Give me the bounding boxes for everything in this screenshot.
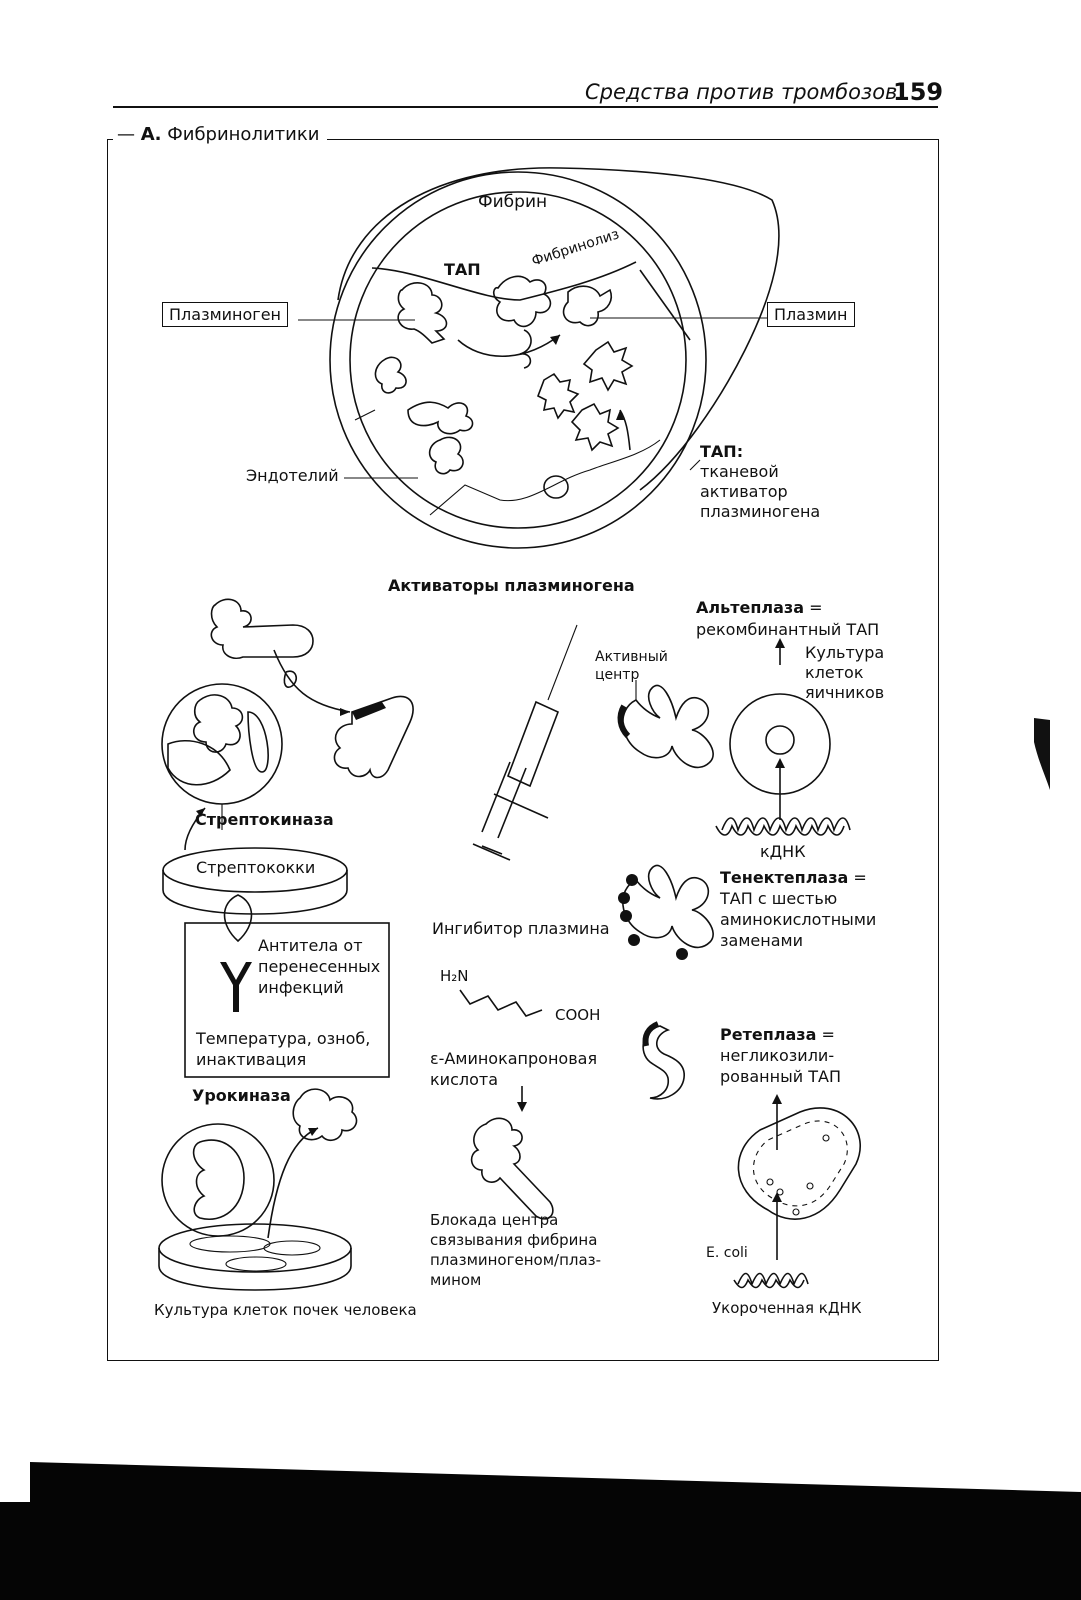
block-line: связывания фибрина — [430, 1231, 598, 1249]
culture-line: яичников — [805, 683, 885, 702]
active-center-line: Активный — [595, 649, 668, 665]
syringe — [472, 624, 578, 861]
tenecteplase-desc: заменами — [720, 931, 803, 950]
tap-definition-line: активатор — [700, 482, 788, 501]
block-line: Блокада центра — [430, 1211, 559, 1229]
alteplase-desc: рекомбинантный ТАП — [696, 620, 880, 639]
tenecteplase-name: Тенектеплаза — [720, 868, 849, 887]
h2n-label: H₂N — [440, 967, 469, 985]
block-line: мином — [430, 1271, 482, 1289]
tap-label: ТАП — [444, 260, 481, 279]
cdna-label: кДНК — [760, 842, 806, 861]
tenecteplase-label: Тенектеплаза = — [720, 868, 867, 888]
kidney-culture-label: Культура клеток почек человека — [154, 1301, 417, 1319]
side-effect-line: инактивация — [196, 1050, 307, 1069]
side-effect-line: Температура, озноб, — [196, 1029, 371, 1048]
reteplase-name: Ретеплаза — [720, 1025, 817, 1044]
plasmin-box: Плазмин — [767, 302, 855, 327]
culture-line: Культура — [805, 643, 885, 662]
header-rule — [113, 106, 938, 108]
streptokinase-diagram — [161, 598, 414, 1078]
vessel-diagram — [298, 167, 780, 549]
alteplase-name: Альтеплаза — [696, 598, 805, 617]
acid-line: ε-Аминокапроновая — [430, 1049, 598, 1068]
running-title: Средства против тромбозов — [585, 80, 898, 104]
plasminogen-box: Плазминоген — [162, 302, 288, 327]
tenecteplase-desc: аминокислотными — [720, 910, 877, 929]
cooh-label: COOH — [555, 1006, 601, 1024]
reteplase-label: Ретеплаза = — [720, 1025, 835, 1045]
reteplase-desc: негликозили- — [720, 1046, 835, 1065]
reteplase-eq: = — [816, 1025, 835, 1044]
page-number: 159 — [893, 78, 944, 106]
reteplase-desc: рованный ТАП — [720, 1067, 841, 1086]
tap-definition-title: ТАП: — [700, 442, 744, 461]
urokinase-label: Урокиназа — [192, 1086, 291, 1105]
streptococci-label: Стрептококки — [196, 858, 316, 877]
tap-definition-line: плазминогена — [700, 502, 821, 521]
acid-line: кислота — [430, 1070, 498, 1089]
alteplase-eq: = — [804, 598, 823, 617]
scan-bottom-bar — [0, 1502, 1081, 1600]
block-line: плазминогеном/плаз- — [430, 1251, 602, 1269]
short-cdna-label: Укороченная кДНК — [712, 1299, 862, 1317]
figure-frame — [107, 139, 939, 1361]
cho-cell — [715, 638, 851, 836]
aminocaproic-acid — [459, 989, 554, 1220]
fibrin-label: Фибрин — [478, 192, 548, 212]
activators-heading: Активаторы плазминогена — [388, 576, 635, 595]
endothelium-label: Эндотелий — [246, 466, 339, 485]
ecoli-cell — [733, 1094, 861, 1289]
ecoli-label: E. coli — [706, 1245, 748, 1261]
antibody-line: перенесенных — [258, 957, 381, 976]
scan-mark — [1034, 718, 1050, 790]
antibody-line: инфекций — [258, 978, 344, 997]
plasmin-inhibitor-label: Ингибитор плазмина — [432, 919, 610, 938]
streptokinase-label: Стрептокиназа — [195, 810, 334, 829]
alteplase-label: Альтеплаза = — [696, 598, 823, 618]
urokinase-diagram — [158, 1088, 358, 1291]
active-tap-molecule — [617, 680, 714, 769]
tenecteplase-desc: ТАП с шестью — [720, 889, 838, 908]
scan-edge — [30, 1462, 1081, 1510]
tenecteplase-molecule — [618, 864, 714, 960]
section-letter: А. — [140, 124, 162, 145]
reteplase-molecule — [642, 1021, 685, 1100]
tap-definition-line: тканевой — [700, 462, 779, 481]
section-label: — А. Фибринолитики — [113, 124, 328, 145]
tenecteplase-eq: = — [848, 868, 867, 887]
section-title: Фибринолитики — [167, 124, 320, 145]
culture-line: клеток — [805, 663, 864, 682]
active-center-line: центр — [595, 667, 640, 683]
antibody-line: Антитела от — [258, 936, 363, 955]
